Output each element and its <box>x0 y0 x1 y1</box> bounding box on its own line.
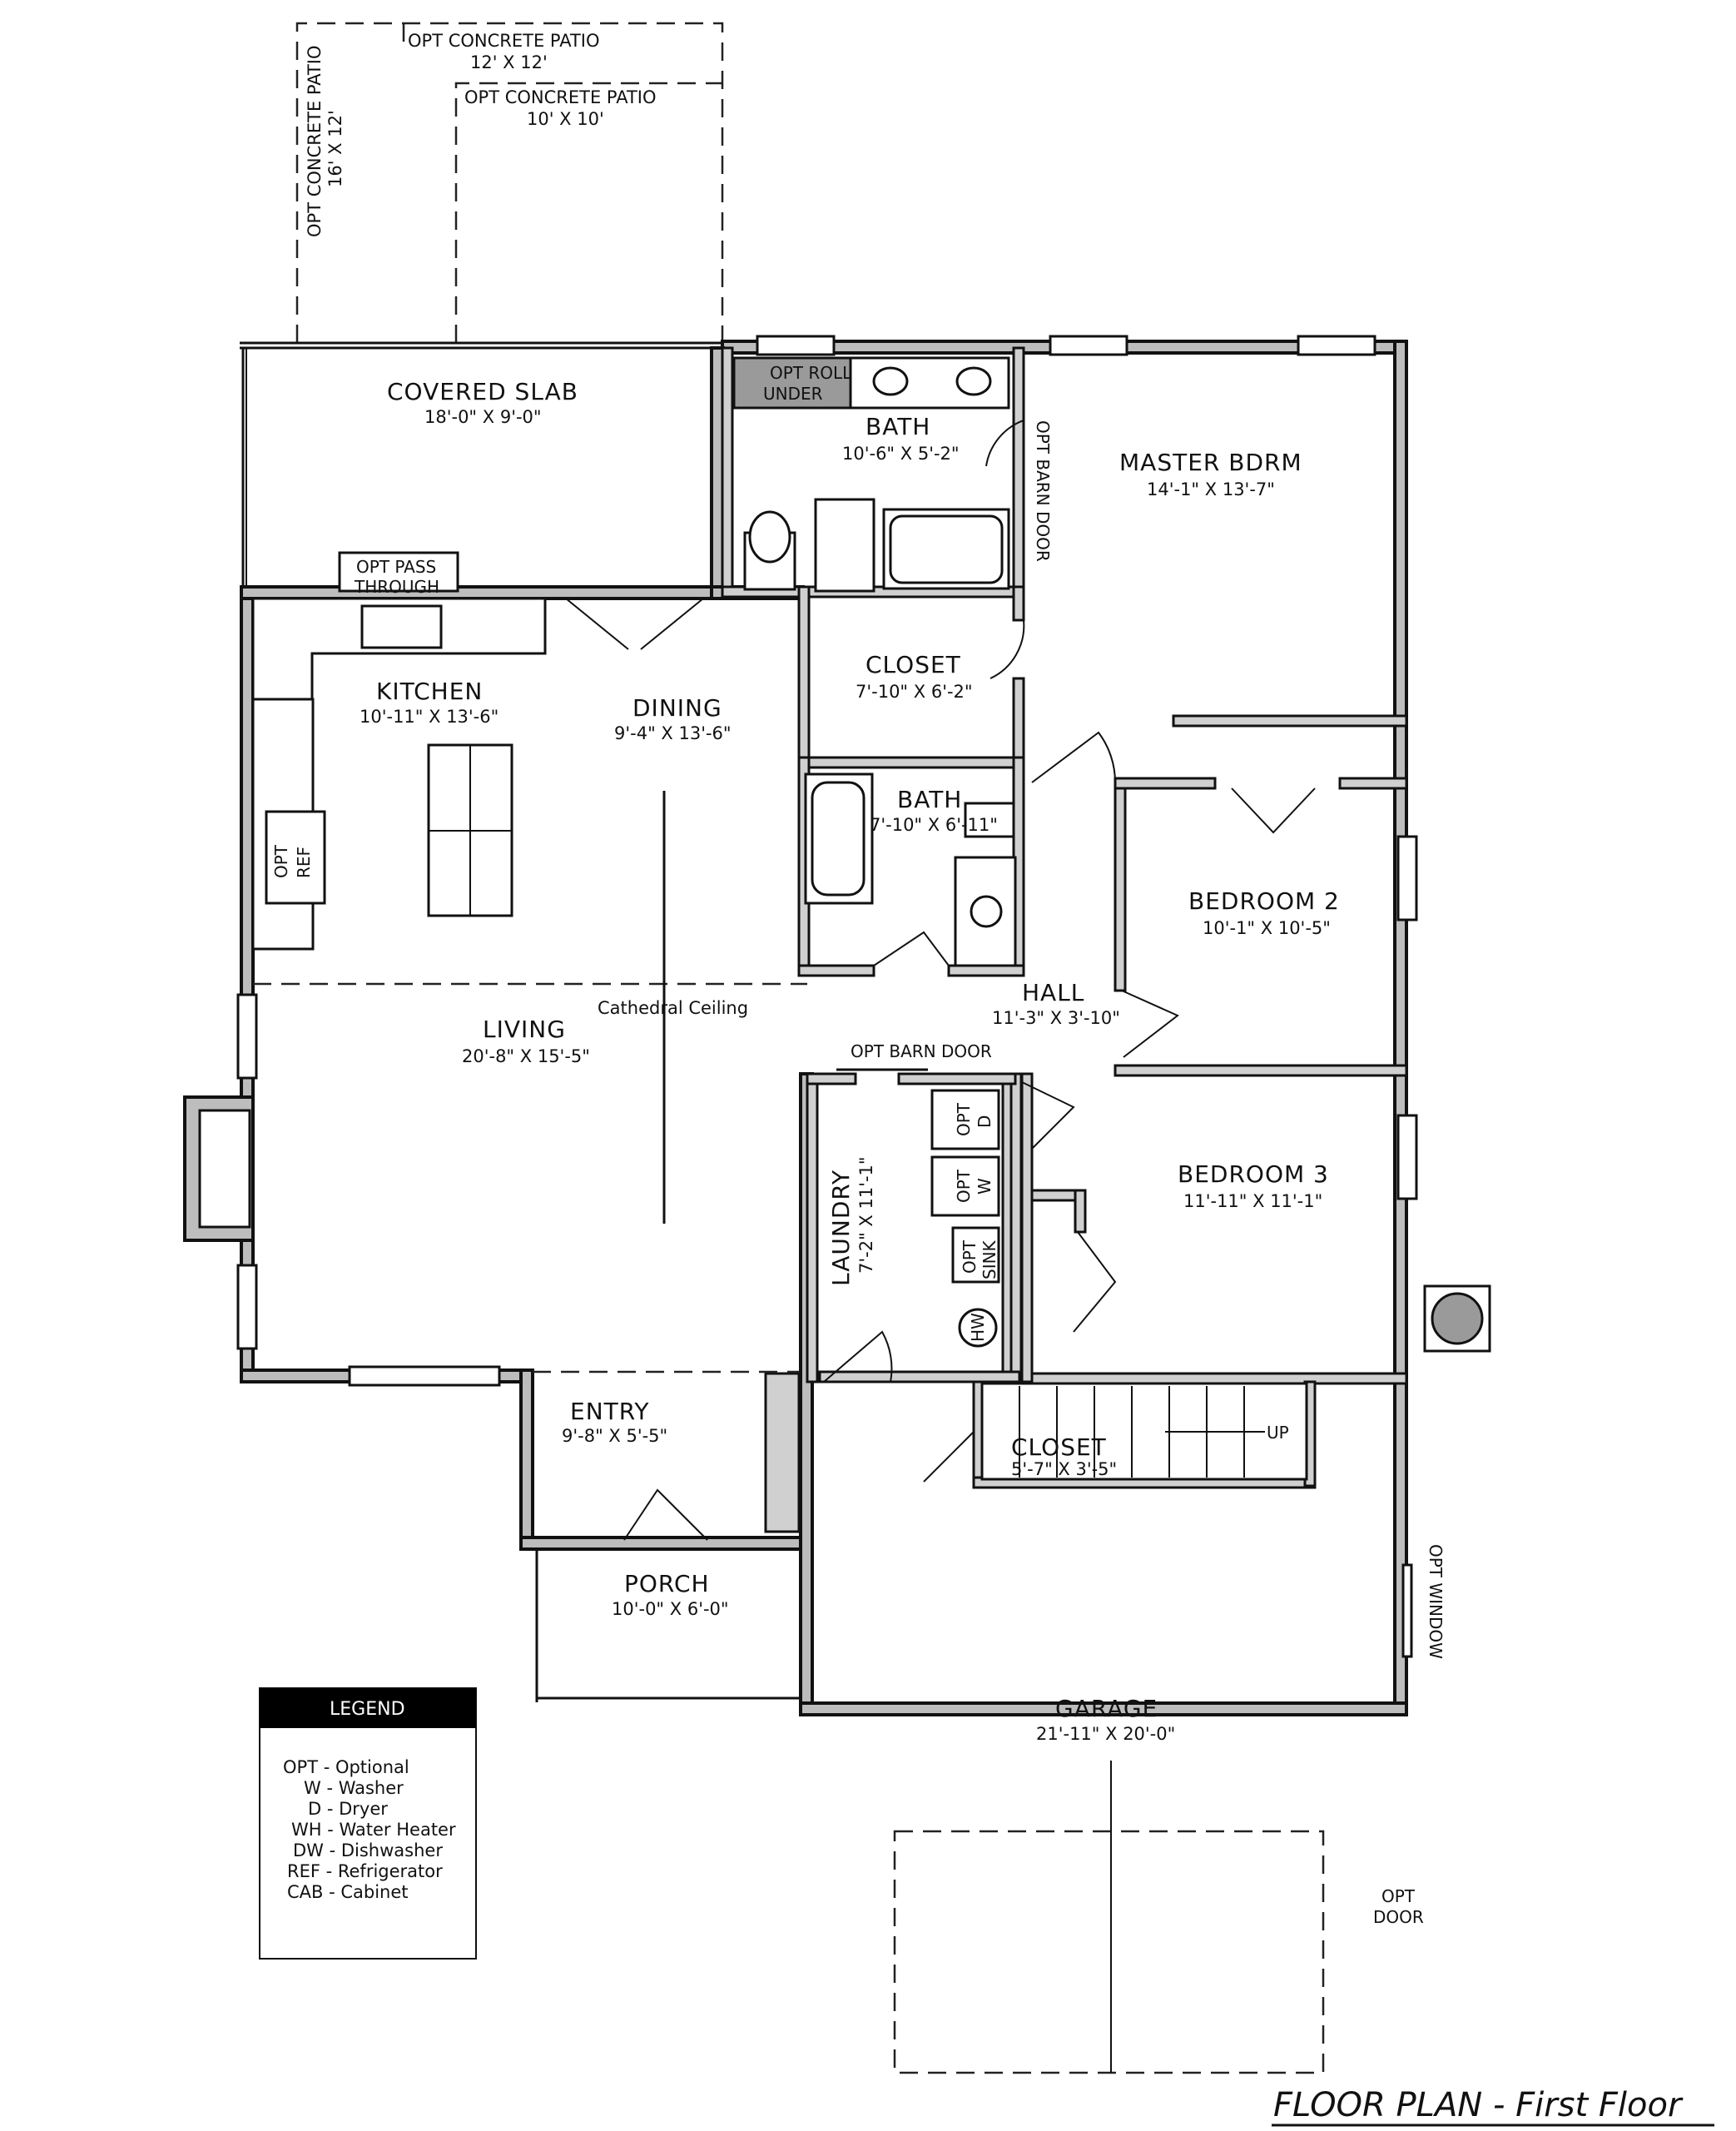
patio-left-label: OPT CONCRETE PATIO <box>305 46 325 238</box>
legend-title: LEGEND <box>330 1699 405 1720</box>
opt-ref-2: REF <box>294 847 314 878</box>
patio-right-label: OPT CONCRETE PATIO <box>464 87 657 107</box>
bedroom2-size: 10'-1" X 10'-5" <box>1203 918 1331 938</box>
master-bath-label: BATH <box>866 413 930 440</box>
closet-master-size: 7'-10" X 6'-2" <box>856 682 973 702</box>
bedroom2-label: BEDROOM 2 <box>1188 887 1340 915</box>
porch-size: 10'-0" X 6'-0" <box>612 1599 729 1619</box>
legend-item: REF - Refrigerator <box>287 1861 443 1881</box>
legend-item: WH - Water Heater <box>291 1820 456 1840</box>
up-label: UP <box>1267 1423 1289 1443</box>
dining-label: DINING <box>632 694 722 722</box>
hw-label: HW <box>968 1313 988 1342</box>
floor-plan-title: FLOOR PLAN - First Floor <box>1273 2086 1684 2124</box>
windows <box>236 335 1418 1658</box>
opt-w-1: OPT <box>954 1169 974 1203</box>
opt-barn-door-vertical: OPT BARN DOOR <box>1033 420 1053 562</box>
garage-size: 21'-11" X 20'-0" <box>1036 1724 1175 1744</box>
opt-door-2: DOOR <box>1373 1907 1424 1927</box>
opt-d-1: OPT <box>954 1102 974 1136</box>
dashed-lines <box>253 791 1325 2074</box>
legend-item: CAB - Cabinet <box>287 1882 409 1902</box>
hall-label: HALL <box>1022 979 1084 1006</box>
opt-d-2: D <box>975 1115 994 1128</box>
patio-middle-label: OPT CONCRETE PATIO <box>408 31 600 51</box>
bedroom3-label: BEDROOM 3 <box>1178 1160 1329 1188</box>
hall-bath-size: 7'-10" X 6'-11" <box>870 815 998 835</box>
opt-w-2: W <box>975 1178 994 1195</box>
legend-item: DW - Dishwasher <box>293 1840 443 1860</box>
opt-sink-2: SINK <box>980 1239 999 1279</box>
master-bdrm-label: MASTER BDRM <box>1119 449 1302 476</box>
opt-barn-door-laundry: OPT BARN DOOR <box>851 1041 992 1061</box>
living-label: LIVING <box>483 1016 566 1043</box>
garage-label: GARAGE <box>1055 1695 1158 1722</box>
hall-bath-fixtures <box>804 772 1017 967</box>
ac-unit <box>1423 1284 1491 1353</box>
optional-patios <box>295 22 724 343</box>
entry-label: ENTRY <box>570 1398 650 1425</box>
doors <box>565 420 1316 1541</box>
opt-sink-1: OPT <box>960 1239 980 1274</box>
bedroom3-size: 11'-11" X 11'-1" <box>1183 1191 1322 1211</box>
patio-right-size: 10' X 10' <box>527 109 604 129</box>
opt-roll-under-2: UNDER <box>763 384 823 404</box>
patio-middle-size: 12' X 12' <box>470 52 548 72</box>
legend <box>259 1687 477 1960</box>
master-bath-fixtures <box>732 356 1010 593</box>
living-size: 20'-8" X 15'-5" <box>462 1046 590 1066</box>
legend-item: OPT - Optional <box>283 1757 409 1777</box>
opt-roll-under-1: OPT ROLL <box>770 363 852 383</box>
covered-slab-label: COVERED SLAB <box>387 378 578 405</box>
covered-slab-size: 18'-0" X 9'-0" <box>424 407 542 427</box>
cathedral-ceiling-label: Cathedral Ceiling <box>598 998 748 1018</box>
hall-size: 11'-3" X 3'-10" <box>992 1008 1120 1028</box>
closet-garage-size: 5'-7" X 3'-5" <box>1011 1459 1117 1479</box>
opt-pass-through-2: THROUGH <box>354 577 439 597</box>
opt-pass-through-1: OPT PASS <box>356 557 436 577</box>
master-bdrm-size: 14'-1" X 13'-7" <box>1147 479 1275 499</box>
laundry-label: LAUNDRY <box>827 1170 855 1286</box>
legend-item: D - Dryer <box>308 1799 388 1819</box>
opt-ref-1: OPT <box>271 844 291 878</box>
closet-master-label: CLOSET <box>866 651 961 678</box>
patio-left-size: 16' X 12' <box>325 110 345 187</box>
dining-size: 9'-4" X 13'-6" <box>614 723 732 743</box>
kitchen-size: 10'-11" X 13'-6" <box>360 707 498 727</box>
kitchen-fixtures <box>251 597 547 951</box>
stairs <box>980 1382 1308 1481</box>
laundry-appliances <box>930 1089 1000 1348</box>
kitchen-label: KITCHEN <box>376 678 483 705</box>
entry-size: 9'-8" X 5'-5" <box>562 1426 667 1446</box>
interior-walls <box>721 346 1408 1533</box>
legend-item: W - Washer <box>304 1778 404 1798</box>
hall-bath-label: BATH <box>897 786 962 813</box>
master-bath-size: 10'-6" X 5'-2" <box>842 444 960 464</box>
closet-garage-label: CLOSET <box>1011 1433 1107 1461</box>
opt-door-1: OPT <box>1381 1886 1416 1906</box>
laundry-size: 7'-2" X 11'-1" <box>856 1156 876 1274</box>
porch-label: PORCH <box>624 1570 710 1597</box>
opt-window-label: OPT WINDOW <box>1426 1544 1446 1659</box>
